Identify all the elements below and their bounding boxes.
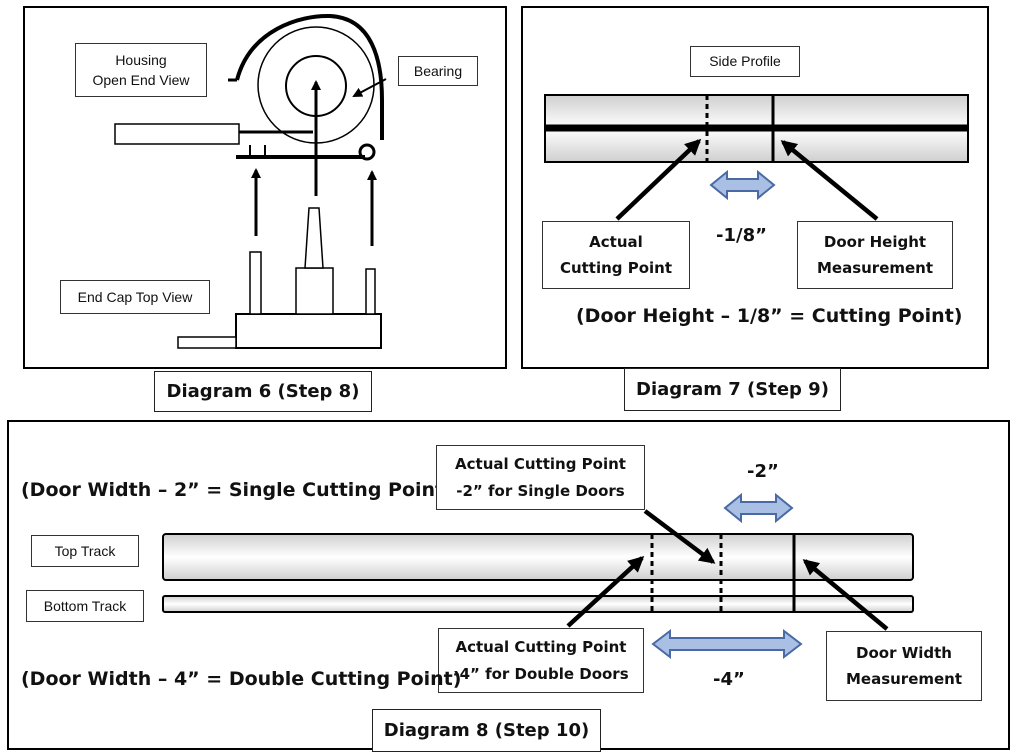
diagram-8-caption: Diagram 8 (Step 10) xyxy=(372,709,601,752)
single-cut-label: Actual Cutting Point -2” for Single Door… xyxy=(436,445,645,510)
minus-two-double-arrow xyxy=(723,492,794,524)
end-cap-center-spindle xyxy=(304,207,324,269)
end-cap-label: End Cap Top View xyxy=(60,280,210,314)
top-track-bar xyxy=(162,533,914,581)
housing-outer-curve xyxy=(235,13,384,140)
door-height-formula: (Door Height – 1/8” = Cutting Point) xyxy=(576,305,963,327)
end-cap-base xyxy=(235,313,382,349)
door-height-label: Door Height Measurement xyxy=(797,221,953,289)
side-profile-label: Side Profile xyxy=(690,46,800,77)
minus-eighth-double-arrow xyxy=(709,169,776,201)
diagram-7-caption: Diagram 7 (Step 9) xyxy=(624,368,841,411)
minus-two-label: -2” xyxy=(747,461,779,482)
double-cutting-formula: (Door Width – 4” = Double Cutting Point) xyxy=(21,668,462,690)
end-cap-tab xyxy=(177,336,237,349)
diagram-7-arrows xyxy=(615,138,879,221)
housing-label: Housing Open End View xyxy=(75,43,207,97)
single-cut-pointer xyxy=(643,509,716,564)
side-profile-drawing xyxy=(544,94,969,163)
actual-cutting-pointer xyxy=(615,138,702,221)
diagram-6-caption: Diagram 6 (Step 8) xyxy=(154,371,372,412)
single-cutting-formula: (Door Width – 2” = Single Cutting Point) xyxy=(21,479,453,501)
bearing-label: Bearing xyxy=(398,56,478,86)
door-width-label: Door Width Measurement xyxy=(826,631,982,701)
minus-eighth-label: -1/8” xyxy=(716,225,767,246)
diagram-8-arrows xyxy=(566,509,889,631)
double-cut-label: Actual Cutting Point -4” for Double Door… xyxy=(438,628,644,693)
double-cut-pointer xyxy=(566,555,645,628)
door-width-pointer xyxy=(802,559,889,631)
end-cap-center-block xyxy=(295,267,334,315)
actual-cutting-point-label: Actual Cutting Point xyxy=(542,221,690,289)
bottom-track-bar xyxy=(162,595,914,613)
end-cap-drawing xyxy=(177,207,382,349)
housing-pin-circle xyxy=(358,143,376,161)
housing-drawing xyxy=(114,13,384,161)
door-height-pointer xyxy=(780,140,879,221)
end-cap-right-post xyxy=(365,268,376,315)
minus-four-label: -4” xyxy=(713,669,745,690)
minus-four-double-arrow xyxy=(651,628,803,660)
track-drawing xyxy=(162,533,914,613)
tape-extension xyxy=(114,123,240,145)
bearing-pointer-arrow xyxy=(352,78,387,97)
top-track-label: Top Track xyxy=(31,535,139,567)
bottom-track-label: Bottom Track xyxy=(26,590,144,622)
diagram-6-arrows xyxy=(251,78,387,246)
end-cap-left-post xyxy=(249,251,262,315)
